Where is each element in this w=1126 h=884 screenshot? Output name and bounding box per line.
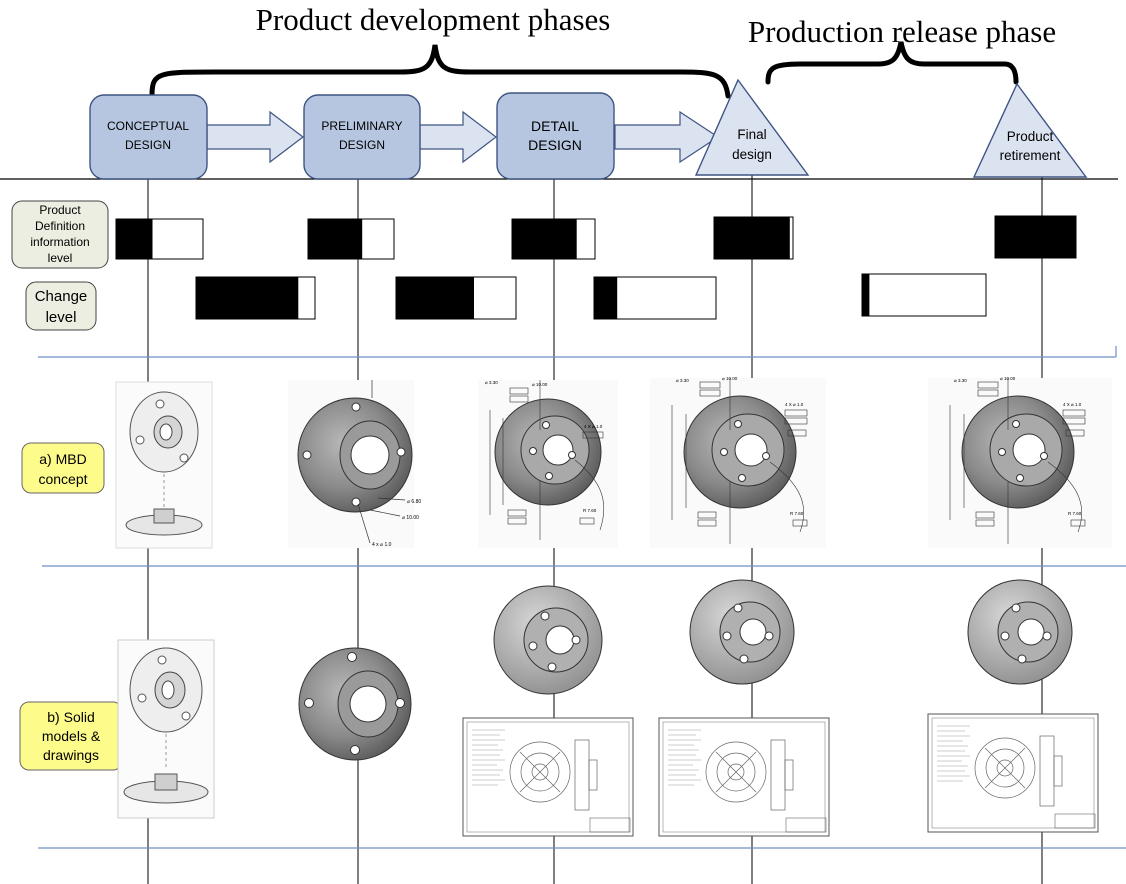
solid-preliminary-model (298, 647, 412, 761)
label-line: level (46, 309, 77, 326)
label-line: level (48, 251, 73, 265)
dim-label: ⌀ 3.30 (954, 378, 967, 383)
change-level-bar-fill-1 (196, 277, 299, 319)
development-brace (149, 44, 731, 99)
stage-label-line: CONCEPTUAL (107, 119, 189, 133)
label-line: Change (35, 288, 88, 305)
label-line: information (30, 235, 89, 249)
stage-arrows (206, 110, 720, 164)
dim-label: ⌀ 3.30 (676, 378, 689, 383)
development-phases-title: Product development phases (256, 2, 611, 37)
definition-level-bar-fill-4 (714, 217, 790, 259)
stage-detail: DETAIL DESIGN (496, 92, 615, 180)
stage-label-line: Product (1007, 129, 1054, 144)
label-line: drawings (43, 747, 99, 763)
arrow-1 (206, 110, 304, 164)
stage-conceptual: CONCEPTUAL DESIGN (89, 94, 208, 180)
definition-level-bar-fill-2 (308, 219, 363, 259)
dim-label: ⌀ 3.30 (485, 380, 498, 385)
dim-label: ⌀ 6.80 (407, 499, 421, 505)
dim-label: 4 X ⌀ 1.0 (584, 424, 603, 429)
label-line: Product (39, 203, 81, 217)
dim-label: ⌀ 10.00 (1000, 376, 1016, 381)
stage-preliminary: PRELIMINARY DESIGN (303, 94, 421, 180)
stage-retirement: Product retirement (972, 82, 1088, 178)
drawing-sheet-retirement (927, 713, 1099, 833)
dim-label: 4 X ⌀ 1.0 (785, 402, 804, 407)
arrow-3 (614, 110, 720, 164)
stage-label-line: PRELIMINARY (321, 119, 402, 133)
mbd-retirement-model: ⌀ 3.30 ⌀ 10.00 4 X ⌀ 1.0 R 7.60 (928, 376, 1112, 548)
stage-label-line: DESIGN (528, 137, 582, 153)
definition-level-bar-fill-3 (512, 219, 577, 259)
label-line: Definition (35, 219, 85, 233)
dim-label: ⌀ 10.00 (532, 382, 548, 387)
solid-concept-sketch (117, 639, 215, 819)
change-level-bar-box-4 (861, 273, 987, 317)
dim-label: R 7.60 (583, 508, 597, 513)
definition-level-bars (115, 215, 1077, 260)
label-line: models & (42, 728, 101, 744)
stage-label-line: DETAIL (531, 118, 579, 134)
definition-level-bar-fill-5 (995, 216, 1076, 258)
dim-label: ⌀ 10.00 (722, 376, 738, 381)
change-level-bar-fill-4 (862, 274, 870, 316)
stage-final: Final design (694, 78, 810, 176)
dim-label: ⌀ 10.00 (402, 515, 419, 521)
dim-label: 4 x ⌀ 1.0 (372, 542, 392, 548)
drawing-sheet-final (658, 717, 830, 837)
drawing-sheet-detail (462, 717, 634, 837)
definition-level-bar-fill-1 (116, 219, 153, 259)
dim-label: R 7.60 (790, 511, 804, 516)
change-level-bar-fill-3 (594, 277, 618, 319)
change-level-bar-fill-2 (396, 277, 474, 319)
arrow-2 (419, 110, 497, 164)
solid-retirement-model (967, 579, 1073, 685)
stage-label-line: DESIGN (125, 138, 171, 152)
change-level-bars (195, 273, 987, 320)
label-mbd-concept: a) MBD concept (21, 442, 105, 494)
mbd-detail-model: ⌀ 3.30 ⌀ 10.00 4 X ⌀ 1.0 R 7.60 (478, 380, 618, 548)
stage-label-line: DESIGN (339, 138, 385, 152)
label-definition-level: Product Definition information level (11, 200, 109, 269)
mbd-preliminary-model: ⌀ 6.80 ⌀ 10.00 4 x ⌀ 1.0 (288, 380, 421, 548)
label-change-level: Change level (25, 281, 97, 331)
label-line: b) Solid (47, 709, 94, 725)
release-brace (765, 41, 1019, 85)
solid-final-model (689, 579, 795, 685)
mbd-final-model: ⌀ 3.30 ⌀ 10.00 4 X ⌀ 1.0 R 7.60 (650, 376, 826, 548)
stage-label-line: design (732, 147, 772, 162)
dim-label: R 7.60 (1068, 511, 1082, 516)
label-line: a) MBD (39, 451, 86, 467)
dim-label: 4 X ⌀ 1.0 (1063, 402, 1082, 407)
label-line: concept (38, 471, 87, 487)
mbd-concept-sketch (115, 381, 213, 549)
stage-label-line: retirement (1000, 148, 1061, 163)
label-solid-models: b) Solid models & drawings (19, 701, 123, 771)
stage-label-line: Final (737, 127, 766, 142)
solid-detail-model (493, 585, 603, 695)
